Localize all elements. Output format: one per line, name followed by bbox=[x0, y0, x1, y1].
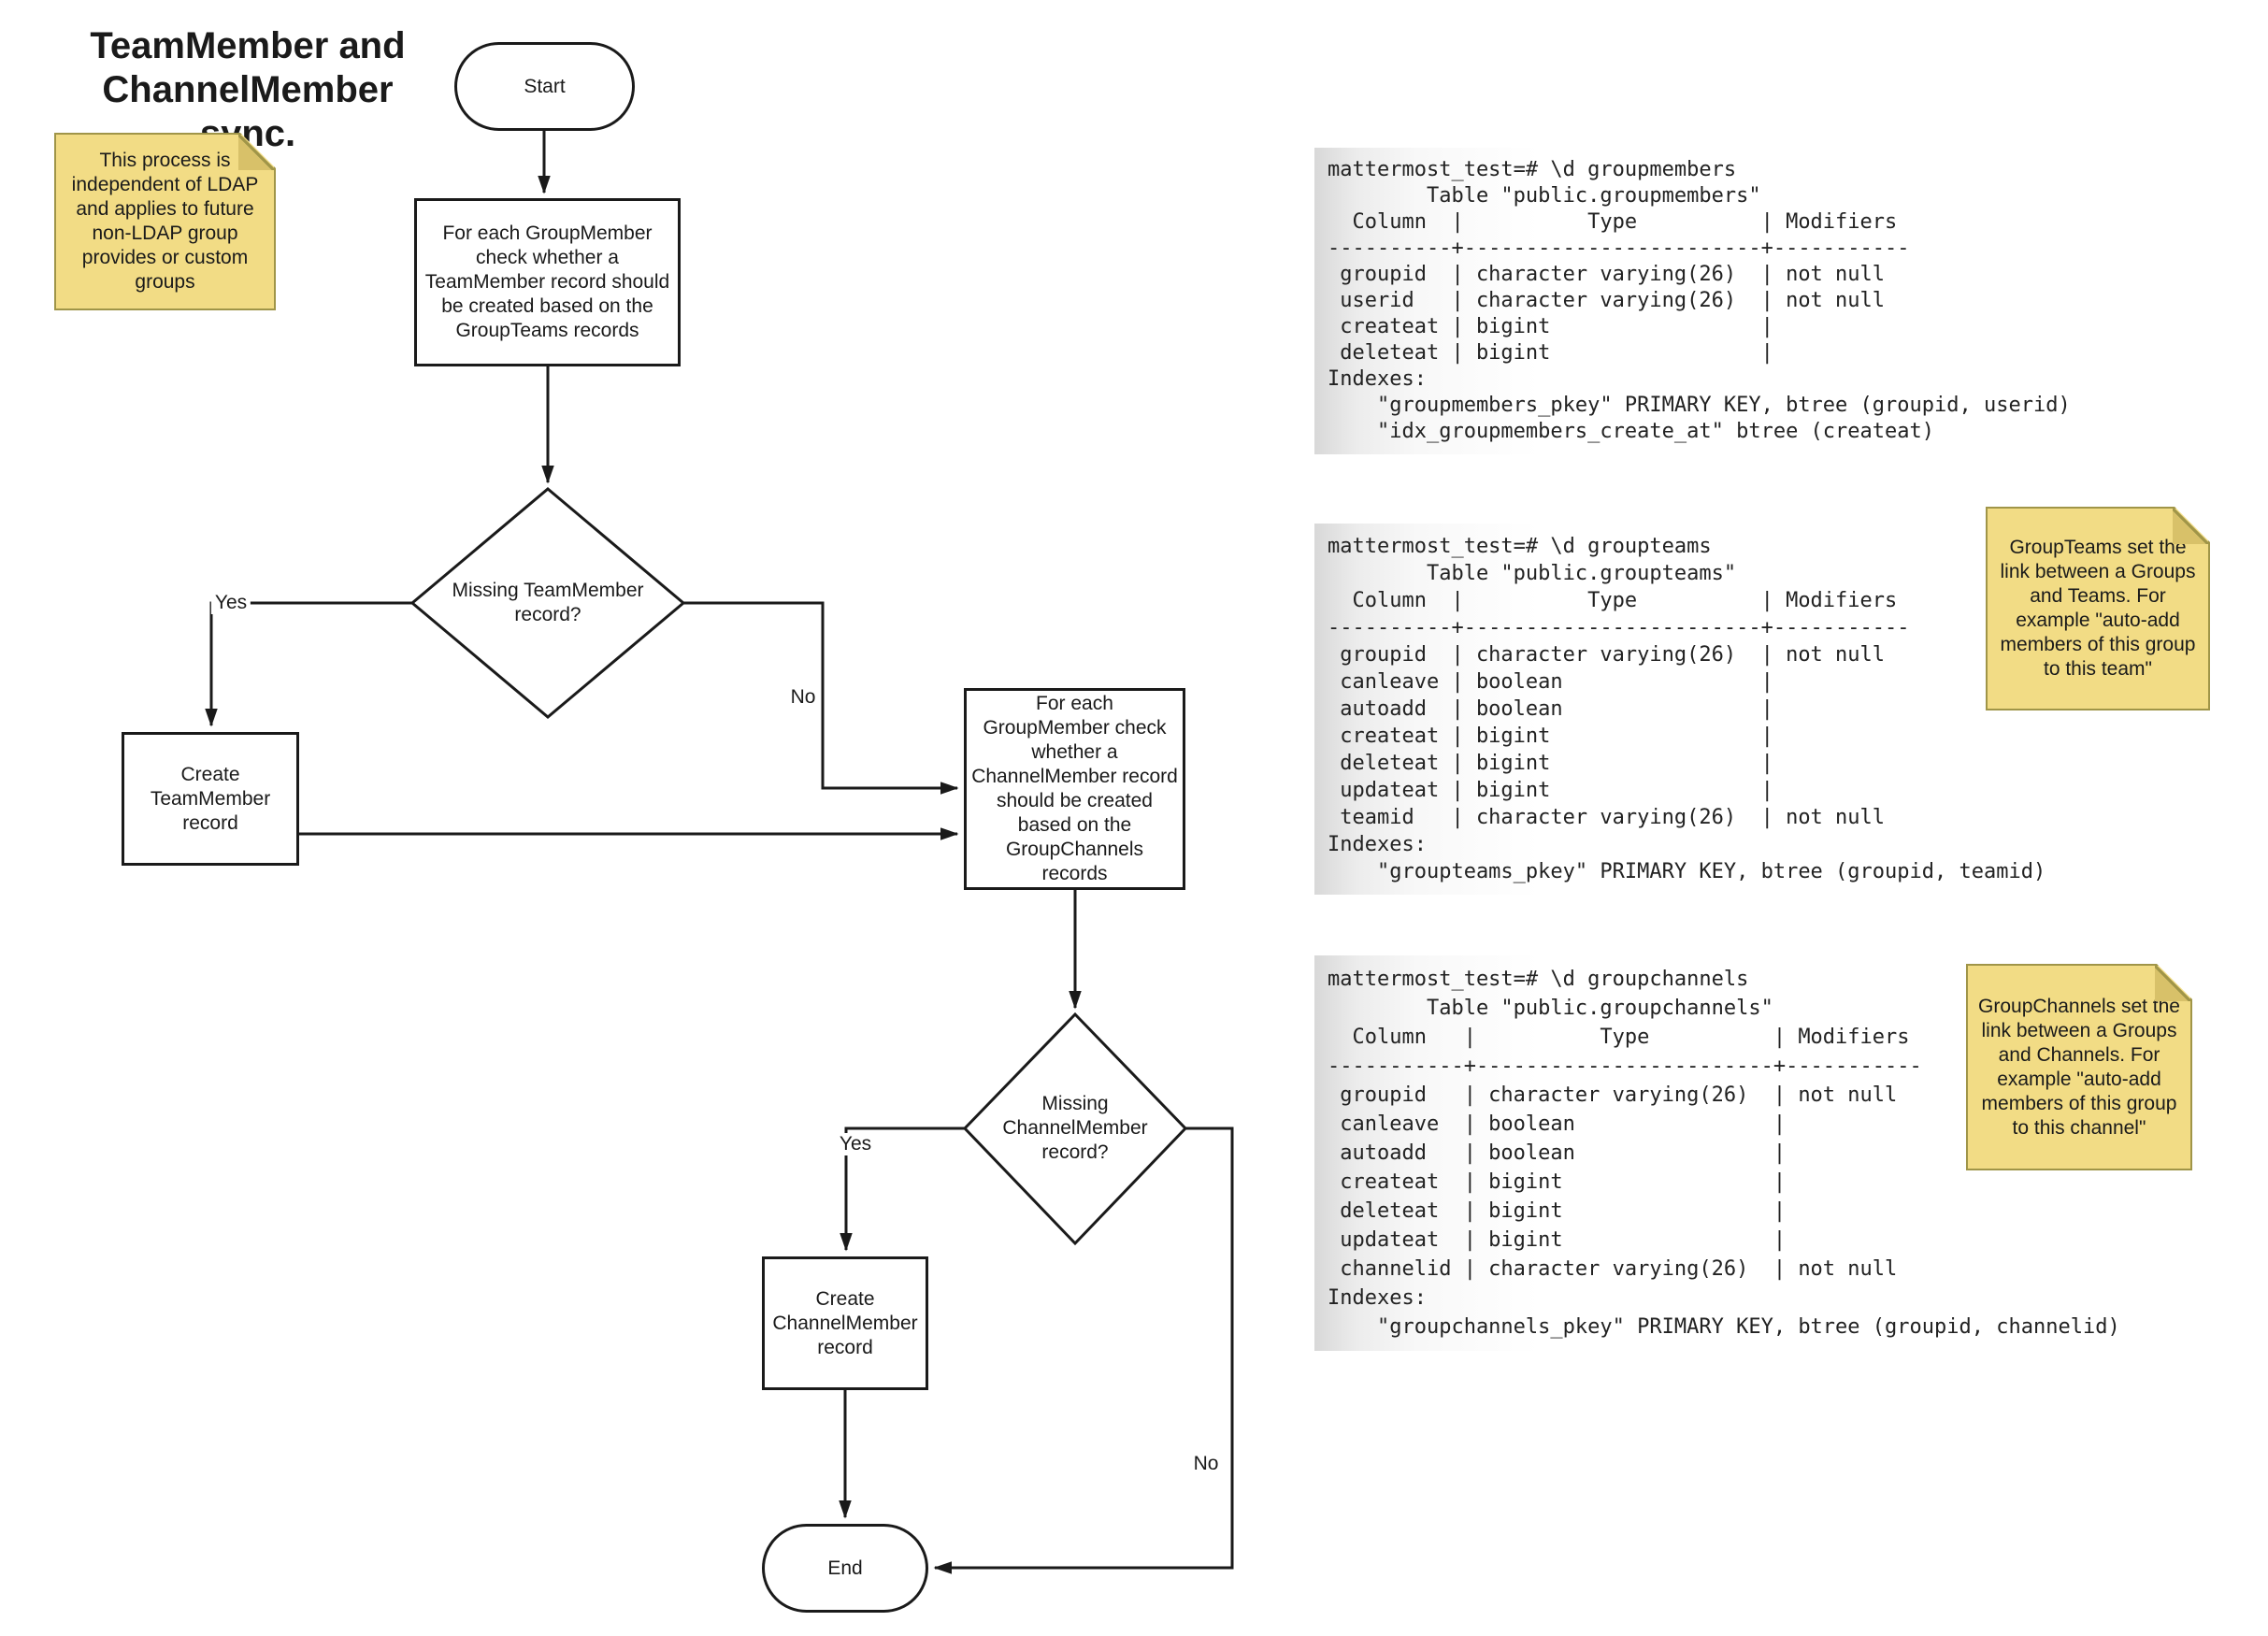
decision2-label: Missing ChannelMember record? bbox=[1002, 1093, 1148, 1163]
note-ldap: This process is independent of LDAP and … bbox=[54, 133, 276, 310]
note-fold-corner bbox=[2155, 966, 2190, 1001]
end-node: End bbox=[762, 1524, 928, 1613]
decision1-no-label: No bbox=[786, 686, 820, 709]
decision2-no-label: No bbox=[1189, 1453, 1223, 1475]
process-step2-label: For each GroupMember check whether a Cha… bbox=[971, 693, 1178, 884]
start-node-label: Start bbox=[524, 75, 566, 97]
process-step2-node: For each GroupMember check whether a Cha… bbox=[964, 688, 1185, 890]
note-groupteams: GroupTeams set the link between a Groups… bbox=[1986, 507, 2210, 710]
create-team-member-node: Create TeamMember record bbox=[122, 732, 299, 866]
note-ldap-text: This process is independent of LDAP and … bbox=[71, 150, 259, 293]
create-channel-member-node: Create ChannelMember record bbox=[762, 1256, 928, 1390]
end-node-label: End bbox=[827, 1557, 863, 1579]
start-node: Start bbox=[454, 42, 635, 131]
terminal-groupchannels: mattermost_test=# \d groupchannels Table… bbox=[1314, 955, 2142, 1351]
note-groupchannels: GroupChannels set the link between a Gro… bbox=[1966, 964, 2192, 1170]
create-team-member-label: Create TeamMember record bbox=[150, 763, 271, 834]
connector-decision1-yes-to-create-team bbox=[205, 601, 412, 727]
process-step1-label: For each GroupMember check whether a Tea… bbox=[424, 222, 670, 341]
note-groupteams-text: GroupTeams set the link between a Groups… bbox=[2000, 537, 2196, 680]
terminal-groupteams: mattermost_test=# \d groupteams Table "p… bbox=[1314, 524, 2062, 895]
terminal-groupmembers: mattermost_test=# \d groupmembers Table … bbox=[1314, 148, 2071, 454]
process-step1-node: For each GroupMember check whether a Tea… bbox=[414, 198, 681, 366]
decision1-yes-label: Yes bbox=[210, 592, 251, 614]
decision1-label: Missing TeamMember record? bbox=[452, 580, 644, 625]
decision2-yes-label: Yes bbox=[835, 1133, 876, 1155]
note-groupchannels-text: GroupChannels set the link between a Gro… bbox=[1978, 995, 2180, 1139]
create-channel-member-label: Create ChannelMember record bbox=[772, 1287, 918, 1358]
connector-decision1-no-to-step2 bbox=[683, 601, 959, 795]
connector-decision2-no-to-end bbox=[933, 1127, 1234, 1574]
note-fold-corner bbox=[2173, 509, 2208, 544]
